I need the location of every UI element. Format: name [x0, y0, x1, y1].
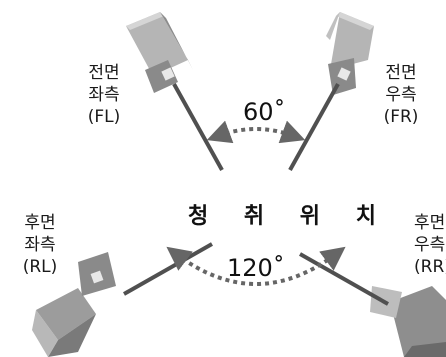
rear-left-label: 후면 좌측 (RL)	[22, 213, 58, 277]
rear-right-direction-line	[299, 252, 389, 306]
rear-angle-label: 120˚	[227, 254, 285, 282]
front-left-speaker-icon	[126, 12, 193, 93]
front-angle-label: 60˚	[243, 98, 286, 126]
rear-right-label: 후면 우측 (RR)	[414, 213, 446, 277]
front-angle-arc	[206, 120, 306, 144]
front-right-speaker-icon	[326, 12, 374, 95]
front-left-label: 전면 좌측 (FL)	[87, 63, 121, 127]
rear-left-speaker-icon	[32, 252, 116, 357]
front-left-direction-line	[172, 83, 224, 171]
listening-position-label: 청 취 위 치	[188, 204, 390, 229]
front-right-direction-line	[288, 83, 340, 171]
rear-right-speaker-icon	[370, 286, 446, 357]
front-right-label: 전면 우측 (FR)	[383, 63, 419, 127]
